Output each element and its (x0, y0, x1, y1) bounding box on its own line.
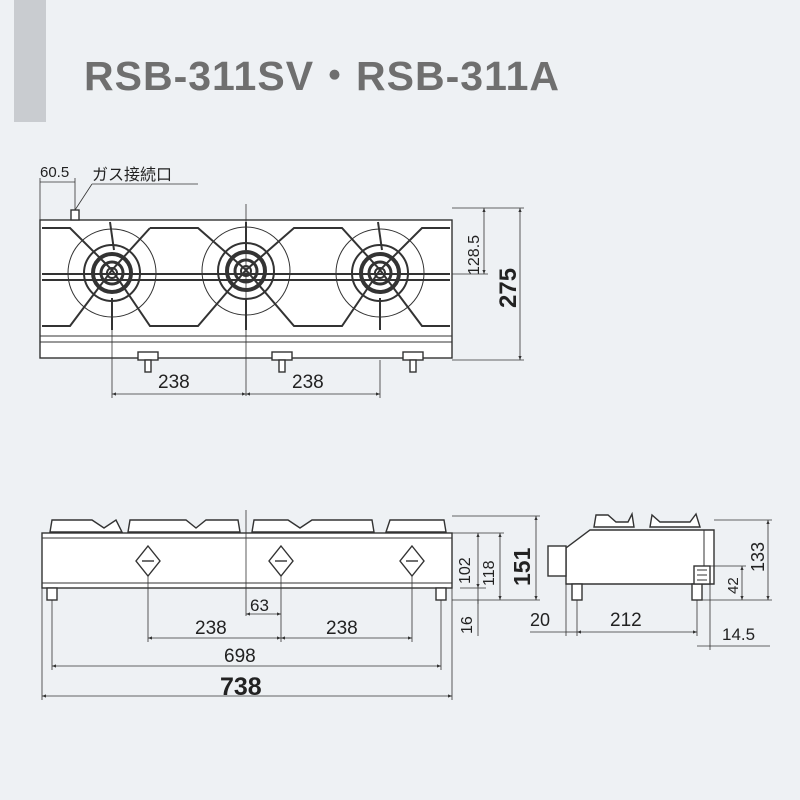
dim-foot-16: 16 (459, 616, 476, 634)
side-view (530, 511, 772, 650)
front-foot-left (46, 587, 58, 601)
top-view (39, 178, 524, 398)
side-knob (547, 545, 567, 577)
front-view-body (41, 532, 453, 589)
dim-gas-offset: 60.5 (40, 164, 69, 181)
dim-feet-span: 698 (224, 646, 256, 667)
dim-depth-half: 128.5 (466, 235, 483, 275)
dim-height-118: 118 (481, 560, 498, 586)
front-foot-right (435, 587, 447, 601)
side-foot-left (571, 583, 583, 601)
top-dim-pitch-2: 238 (292, 372, 324, 393)
title-accent-bar (14, 0, 46, 122)
front-view (41, 510, 540, 700)
gas-connection-label: ガス接続口 (92, 166, 172, 184)
dim-212: 212 (610, 610, 642, 631)
dim-height-151: 151 (509, 547, 535, 586)
dim-width: 738 (220, 673, 262, 701)
burner-3 (335, 228, 425, 318)
dim-depth: 275 (495, 268, 522, 308)
dim-14-5: 14.5 (722, 625, 755, 644)
front-dim-pitch-2: 238 (326, 618, 358, 639)
dim-63: 63 (250, 596, 269, 615)
front-view-grates (49, 518, 447, 533)
side-view-body (565, 529, 715, 585)
dim-height-102: 102 (457, 557, 474, 584)
dim-133: 133 (748, 542, 768, 572)
dim-42: 42 (725, 577, 742, 594)
page-title: RSB-311SV・RSB-311A (84, 53, 561, 99)
front-dim-pitch-1: 238 (195, 618, 227, 639)
top-dim-pitch-1: 238 (158, 372, 190, 393)
side-foot-right (691, 583, 703, 601)
burner-1 (67, 228, 157, 318)
top-view-knobs (137, 351, 424, 373)
dim-20: 20 (530, 610, 550, 630)
gas-connector (70, 209, 80, 221)
